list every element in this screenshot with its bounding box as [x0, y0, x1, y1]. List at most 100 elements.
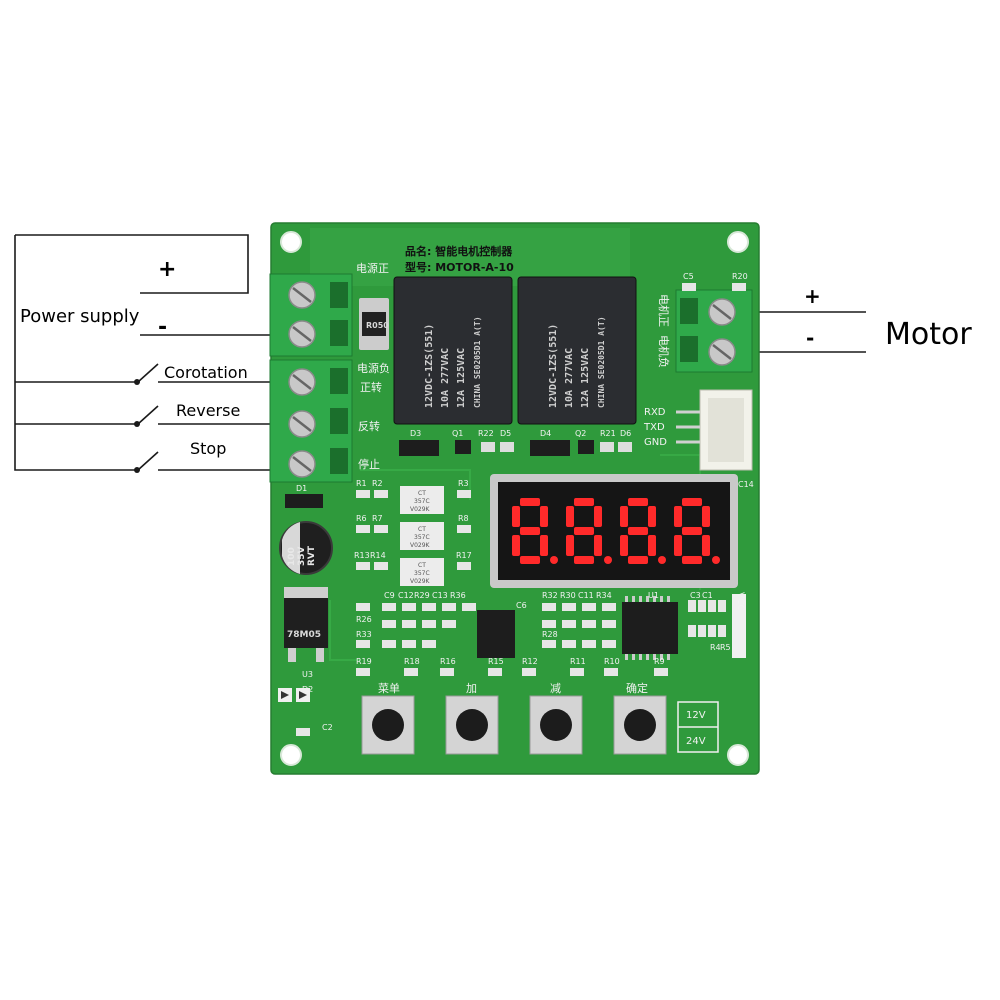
svg-text:R19: R19: [356, 657, 372, 666]
svg-text:CHINA SE0205D1 A(T): CHINA SE0205D1 A(T): [473, 316, 482, 408]
svg-text:C3: C3: [690, 591, 701, 600]
seven-segment-display: [490, 474, 738, 588]
svg-text:R21: R21: [600, 429, 616, 438]
power-plus-label: +: [158, 257, 176, 282]
vcc-header: [732, 594, 746, 658]
digit-segment: [682, 527, 702, 535]
label-12v: 12V: [686, 710, 706, 721]
svg-text:R20: R20: [732, 272, 748, 281]
digit-segment: [574, 498, 594, 506]
digit-segment: [512, 506, 520, 527]
switch-pivots: [134, 379, 140, 473]
digit-segment: [566, 535, 574, 556]
svg-text:R14: R14: [370, 551, 386, 560]
digit-segment: [574, 527, 594, 535]
svg-text:357C: 357C: [414, 570, 430, 577]
digit-segment: [648, 506, 656, 527]
screw-icon[interactable]: [288, 368, 316, 396]
svg-text:12VDC-1ZS(551): 12VDC-1ZS(551): [548, 324, 559, 408]
svg-text:V029K: V029K: [410, 542, 431, 549]
label-reverse: 反转: [358, 419, 380, 433]
button-subtract[interactable]: [529, 695, 583, 755]
digit-segment: [702, 506, 710, 527]
optocoupler-2: CT 357C V029K: [400, 522, 444, 550]
svg-text:R15: R15: [488, 657, 504, 666]
svg-text:10A 277VAC: 10A 277VAC: [440, 348, 451, 408]
digit-segment: [594, 506, 602, 527]
svg-text:10A 277VAC: 10A 277VAC: [564, 348, 575, 408]
ic-8pin: [477, 610, 515, 658]
label-vcc: VCC: [735, 592, 745, 611]
corotation-label: Corotation: [164, 363, 248, 382]
button-add[interactable]: [445, 695, 499, 755]
screw-icon[interactable]: [288, 320, 316, 348]
svg-text:R16: R16: [440, 657, 456, 666]
digit-segment: [520, 527, 540, 535]
relay-right: 12VDC-1ZS(551) 10A 277VAC 12A 125VAC CHI…: [517, 276, 637, 425]
power-minus-label: -: [158, 315, 167, 340]
ic-u1: [622, 602, 678, 654]
svg-text:U1: U1: [648, 591, 659, 600]
left-wiring: [14, 234, 290, 471]
svg-text:R1: R1: [356, 479, 367, 488]
svg-text:R12: R12: [522, 657, 538, 666]
svg-text:R18: R18: [404, 657, 420, 666]
button-menu[interactable]: [361, 695, 415, 755]
svg-text:R050: R050: [366, 321, 389, 330]
svg-text:C14: C14: [738, 480, 754, 489]
label-motor-negative: 电机负: [657, 335, 671, 368]
svg-text:CT: CT: [418, 562, 426, 569]
digit-segment: [574, 556, 594, 564]
svg-text:Q2: Q2: [575, 429, 586, 438]
svg-text:R17: R17: [456, 551, 472, 560]
label-forward: 正转: [360, 380, 382, 394]
screw-icon[interactable]: [708, 338, 736, 366]
svg-text:R26: R26: [356, 615, 372, 624]
reverse-label: Reverse: [176, 401, 240, 420]
screw-icon[interactable]: [708, 298, 736, 326]
ref-designators: C5 R20 D3 Q1 R22 D5 D4 Q2 R21 D6 C14 D1 …: [296, 272, 754, 732]
digit-segment: [520, 498, 540, 506]
svg-text:C12: C12: [398, 591, 414, 600]
label-gnd: GND: [644, 437, 667, 448]
label-menu: 菜单: [378, 682, 400, 695]
svg-text:R11: R11: [570, 657, 586, 666]
svg-text:R7: R7: [372, 514, 383, 523]
svg-text:C6: C6: [516, 601, 527, 610]
svg-text:C1: C1: [702, 591, 713, 600]
svg-text:CT: CT: [418, 526, 426, 533]
svg-text:R33: R33: [356, 630, 372, 639]
digit-decimal-point: [712, 556, 720, 564]
motor-plus-label: +: [804, 284, 821, 308]
svg-text:RVT: RVT: [307, 545, 317, 566]
stop-label: Stop: [190, 439, 226, 458]
digit-segment: [620, 535, 628, 556]
screw-icon[interactable]: [288, 281, 316, 309]
diode-icon: [278, 688, 310, 702]
shunt-resistor: R050: [359, 298, 389, 350]
svg-text:357C: 357C: [414, 534, 430, 541]
svg-text:R30: R30: [560, 591, 576, 600]
svg-text:U3: U3: [302, 670, 313, 679]
svg-text:R36: R36: [450, 591, 466, 600]
digit-segment: [674, 506, 682, 527]
label-24v: 24V: [686, 736, 706, 747]
terminal-block-motor: [675, 289, 753, 373]
display-digits: [512, 498, 720, 564]
optocoupler-3: CT 357C V029K: [400, 558, 444, 586]
svg-text:D6: D6: [620, 429, 631, 438]
button-confirm[interactable]: [613, 695, 667, 755]
svg-text:V029K: V029K: [410, 578, 431, 585]
digit-decimal-point: [604, 556, 612, 564]
digit-segment: [540, 535, 548, 556]
screw-icon[interactable]: [288, 410, 316, 438]
svg-text:D5: D5: [500, 429, 511, 438]
digit-segment: [512, 535, 520, 556]
svg-text:100: 100: [287, 547, 297, 566]
screw-icon[interactable]: [288, 450, 316, 478]
svg-text:D3: D3: [410, 429, 421, 438]
digit-segment: [674, 535, 682, 556]
label-motor-positive: 电机正: [657, 294, 671, 327]
svg-text:C13: C13: [432, 591, 448, 600]
digit-segment: [540, 506, 548, 527]
